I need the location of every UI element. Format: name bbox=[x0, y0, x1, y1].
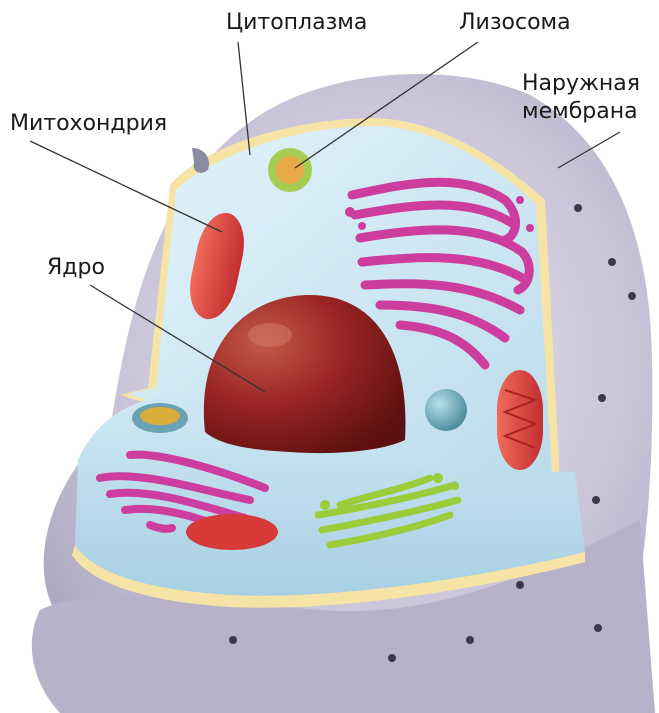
label-outer-membrane: Наружная мембрана bbox=[522, 70, 640, 126]
mitochondrion-right bbox=[497, 370, 543, 470]
membrane-notch bbox=[192, 148, 209, 173]
label-outer-membrane-line1: Наружная bbox=[522, 70, 640, 98]
nucleus-highlight bbox=[248, 323, 292, 347]
vacuole bbox=[425, 389, 467, 431]
lysosome-core bbox=[276, 156, 304, 184]
label-lysosome: Лизосома bbox=[459, 11, 571, 35]
lysosome-floor-core bbox=[140, 407, 180, 425]
label-nucleus: Ядро bbox=[47, 256, 105, 280]
label-cytoplasm: Цитоплазма bbox=[226, 11, 367, 35]
mitochondrion-floor bbox=[186, 514, 278, 550]
label-mitochondrion: Митохондрия bbox=[10, 112, 167, 136]
label-outer-membrane-line2: мембрана bbox=[522, 98, 640, 126]
